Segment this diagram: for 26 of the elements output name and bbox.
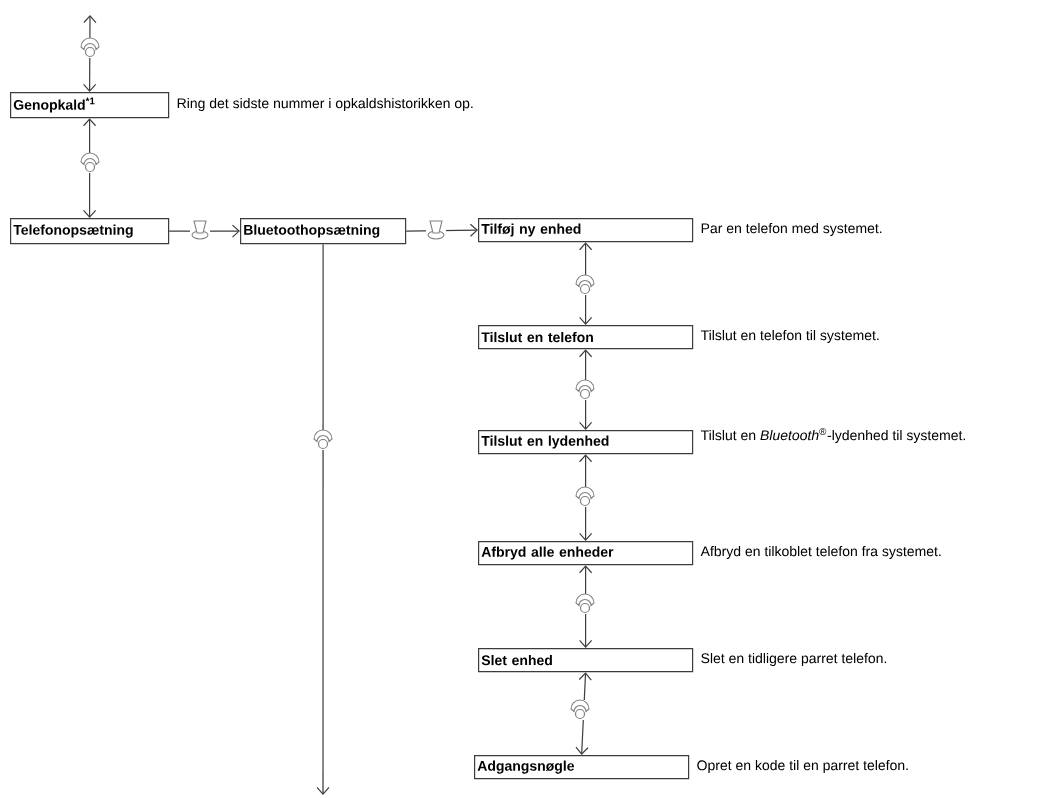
- arrow: [168, 224, 240, 238]
- description-text: Tilslut en telefon til systemet.: [700, 329, 879, 343]
- arrow: [83, 118, 97, 218]
- menu-box: Tilslut en lydenhed: [478, 430, 694, 455]
- menu-box: Tilslut en telefon: [478, 325, 694, 350]
- arrow: [316, 243, 330, 795]
- arrow: [405, 223, 478, 237]
- description-text: Slet en tidligere parret telefon.: [701, 652, 887, 666]
- menu-box: Genopkald$^{*1}$: [10, 92, 170, 119]
- arrow: [579, 242, 593, 325]
- arrow: [579, 349, 593, 430]
- arrow: [579, 454, 593, 541]
- menu-box: Telefonopsætning: [10, 218, 170, 245]
- arrow: [83, 15, 97, 92]
- description-text: Par en telefon med systemet.: [701, 222, 882, 236]
- menu-box: Slet enhed: [478, 648, 694, 673]
- arrow: [579, 565, 593, 648]
- arrow: [575, 672, 592, 755]
- menu-box: Tilføj ny enhed: [478, 218, 694, 243]
- description-text: Tilslut en Bluetooth$^{®}$-lydenhed til systemet.: [700, 428, 965, 443]
- menu-box: Adgangsnøgle: [474, 755, 690, 780]
- description-text: Opret en kode til en parret telefon.: [697, 759, 908, 773]
- description-text: Ring det sidste nummer i opkaldshistorikken op.: [177, 97, 473, 111]
- menu-box: Bluetoothopsætning: [240, 218, 407, 245]
- menu-box: Afbryd alle enheder: [478, 541, 694, 566]
- description-text: Afbryd en tilkoblet telefon fra systemet.: [700, 545, 941, 559]
